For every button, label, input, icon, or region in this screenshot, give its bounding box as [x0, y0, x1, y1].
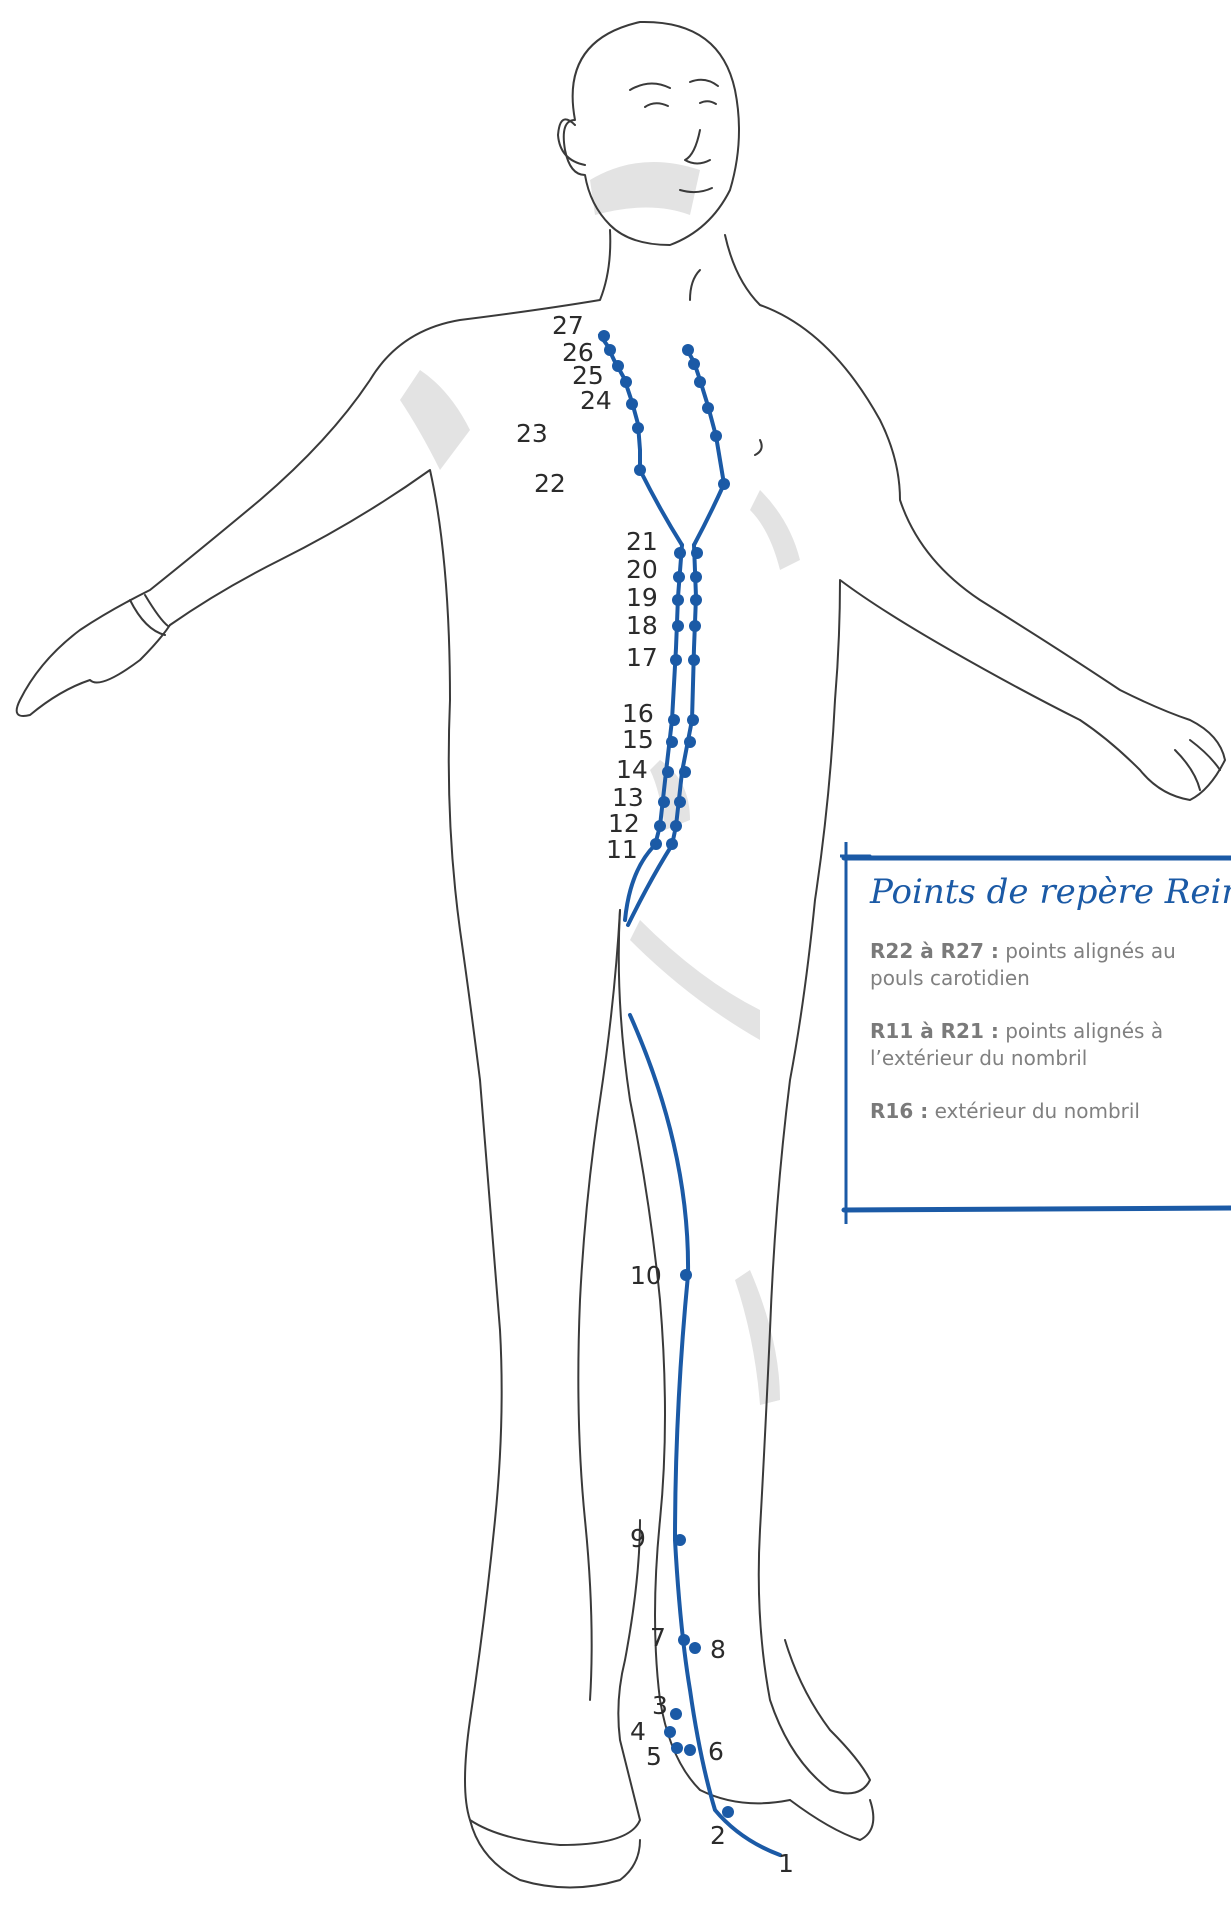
point-6-dot [684, 1744, 696, 1756]
label-22: 22 [534, 469, 566, 498]
label-18: 18 [626, 611, 658, 640]
legend-item-text: extérieur du nombril [935, 1099, 1140, 1123]
label-12: 12 [608, 809, 640, 838]
point-4-dot [664, 1726, 676, 1738]
point-18-dot [672, 620, 684, 632]
label-23: 23 [516, 419, 548, 448]
point-10-dot [680, 1269, 692, 1281]
label-21: 21 [626, 527, 658, 556]
label-11: 11 [606, 835, 638, 864]
point-8-dot [689, 1642, 701, 1654]
point-21-dot [674, 547, 686, 559]
legend-item-key: R16 : [870, 1099, 928, 1123]
point-5-dot [671, 1742, 683, 1754]
label-9: 9 [630, 1524, 646, 1553]
label-5: 5 [646, 1742, 662, 1771]
label-7: 7 [650, 1623, 666, 1652]
meridian-points [598, 330, 734, 1818]
label-19: 19 [626, 583, 658, 612]
label-14: 14 [616, 755, 648, 784]
point-27-dot [598, 330, 610, 342]
label-20: 20 [626, 555, 658, 584]
label-17: 17 [626, 643, 658, 672]
point-7-dot [678, 1634, 690, 1646]
point-labels: 27 26 25 24 23 22 21 20 19 18 17 16 15 1… [516, 311, 794, 1878]
legend-item-key: R22 à R27 : [870, 939, 999, 963]
point-19-dot [672, 594, 684, 606]
point-16-dot [668, 714, 680, 726]
label-8: 8 [710, 1635, 726, 1664]
legend-item-key: R11 à R21 : [870, 1019, 999, 1043]
legend-box: Points de repère Rein R22 à R27 : points… [840, 842, 1231, 1224]
point-14-dot [662, 766, 674, 778]
point-20-dot [673, 571, 685, 583]
point-25-dot [612, 360, 624, 372]
body-shading [400, 162, 800, 1405]
point-11-dot [650, 838, 662, 850]
point-2-dot [722, 1806, 734, 1818]
legend-item-r11-r21: R11 à R21 : points alignés à l’extérieur… [870, 1018, 1220, 1072]
point-15-dot [666, 736, 678, 748]
point-13-dot [658, 796, 670, 808]
label-15: 15 [622, 725, 654, 754]
label-13: 13 [612, 783, 644, 812]
legend-title: Points de repère Rein [870, 872, 1231, 912]
point-17-dot [670, 654, 682, 666]
point-3-dot [670, 1708, 682, 1720]
label-1: 1 [778, 1849, 794, 1878]
point-23-dot [626, 398, 638, 410]
label-6: 6 [708, 1737, 724, 1766]
label-3: 3 [652, 1691, 668, 1720]
point-24-dot [620, 376, 632, 388]
label-2: 2 [710, 1821, 726, 1850]
legend-item-r16: R16 : extérieur du nombril [870, 1098, 1220, 1125]
label-16: 16 [622, 699, 654, 728]
label-10: 10 [630, 1261, 662, 1290]
point-12-dot [654, 820, 666, 832]
legend-item-r22-r27: R22 à R27 : points alignés au pouls caro… [870, 938, 1220, 992]
point-9-dot [674, 1534, 686, 1546]
label-27: 27 [552, 311, 584, 340]
point-26-dot [604, 344, 616, 356]
label-4: 4 [630, 1717, 646, 1746]
label-24: 24 [580, 386, 612, 415]
point-22-dot [632, 422, 644, 434]
